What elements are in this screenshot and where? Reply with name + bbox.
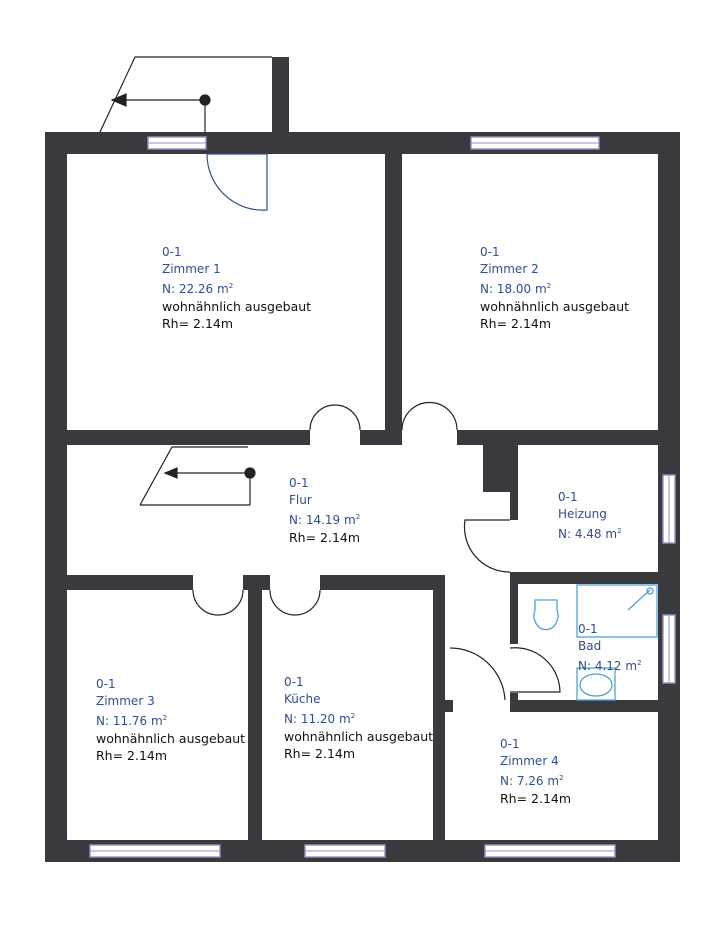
- wall-kueche-z4: [433, 588, 445, 842]
- wall-heizung-bad: [510, 572, 658, 584]
- room-note: wohnähnlich ausgebaut: [162, 299, 312, 314]
- wall-z1-flur-b: [360, 430, 402, 445]
- door-heizung: [463, 519, 511, 573]
- room-note: wohnähnlich ausgebaut: [284, 729, 434, 744]
- room-level: 0-1: [284, 675, 304, 689]
- room-area: N: 11.20 m2: [284, 708, 433, 728]
- shower-tray: [576, 584, 658, 638]
- area-unit-sup: 2: [162, 714, 168, 722]
- room-height: Rh= 2.14m: [289, 530, 361, 545]
- room-name: Bad: [578, 639, 602, 653]
- room-note: wohnähnlich ausgebaut: [480, 299, 630, 314]
- room-level: 0-1: [289, 476, 309, 490]
- wall-bad-left: [510, 584, 518, 644]
- room-level: 0-1: [558, 490, 578, 504]
- room-label-zimmer1: 0-1 Zimmer 1 N: 22.26 m2 wohnähnlich aus…: [162, 244, 311, 332]
- wall-flur-mid: [243, 575, 270, 590]
- room-level: 0-1: [578, 622, 598, 636]
- bath-fixtures: [533, 584, 658, 701]
- room-area: N: 4.12 m2: [578, 655, 642, 675]
- room-label-bad: 0-1 Bad N: 4.12 m2: [578, 621, 642, 675]
- room-height: Rh= 2.14m: [162, 316, 234, 331]
- wall-flur-kueche: [320, 575, 445, 590]
- room-area: N: 4.48 m2: [558, 523, 622, 543]
- room-name: Zimmer 3: [96, 694, 155, 708]
- area-unit-sup: 2: [637, 659, 642, 667]
- room-name: Zimmer 1: [162, 262, 221, 276]
- washbasin-bowl: [579, 673, 613, 697]
- door-swings: [192, 153, 561, 701]
- stair-flur-arrowhead: [163, 467, 178, 479]
- area-unit-sup: 2: [559, 774, 564, 782]
- room-height: Rh= 2.14m: [480, 316, 552, 331]
- windows: [89, 136, 676, 858]
- room-name: Küche: [284, 692, 321, 706]
- wall-heizung-column: [483, 445, 515, 492]
- room-height: Rh= 2.14m: [284, 746, 356, 761]
- toilet: [533, 599, 559, 631]
- door-z3: [192, 589, 244, 616]
- stair-flur-outline: [139, 446, 248, 506]
- room-name: Heizung: [558, 507, 607, 521]
- door-flur-z4: [449, 647, 506, 701]
- area-unit-sup: 2: [350, 712, 356, 720]
- room-area: N: 11.76 m2: [96, 710, 245, 730]
- room-label-kueche: 0-1 Küche N: 11.20 m2 wohnähnlich ausgeb…: [284, 674, 433, 762]
- washbasin-frame: [576, 667, 616, 701]
- wall-bad-z4: [510, 700, 660, 712]
- wall-bad-left-b: [510, 693, 518, 703]
- room-name: Flur: [289, 493, 312, 507]
- area-unit-sup: 2: [617, 527, 622, 535]
- area-unit-sup: 2: [546, 282, 552, 290]
- wall-z1-flur: [65, 430, 310, 445]
- stair-top-outline: [99, 56, 272, 133]
- room-label-heizung: 0-1 Heizung N: 4.48 m2: [558, 489, 622, 543]
- shower-diagonal: [627, 589, 651, 611]
- room-label-zimmer2: 0-1 Zimmer 2 N: 18.00 m2 wohnähnlich aus…: [480, 244, 629, 332]
- area-value: N: 11.20 m: [284, 712, 351, 726]
- room-level: 0-1: [500, 737, 520, 751]
- room-area: N: 14.19 m2: [289, 509, 360, 529]
- wall-z1-z2: [385, 152, 402, 444]
- room-level: 0-1: [480, 245, 500, 259]
- shower-head: [646, 587, 654, 595]
- area-value: N: 14.19 m: [289, 513, 356, 527]
- door-kueche: [269, 589, 321, 616]
- room-area: N: 7.26 m2: [500, 770, 571, 790]
- room-name: Zimmer 2: [480, 262, 539, 276]
- room-area: N: 22.26 m2: [162, 278, 311, 298]
- wall-heizung-left: [510, 445, 518, 520]
- area-value: N: 11.76 m: [96, 714, 163, 728]
- wall-z3-kueche: [248, 588, 262, 842]
- wall-z4-corner: [445, 700, 453, 712]
- door-bad: [509, 647, 561, 693]
- area-value: N: 18.00 m: [480, 282, 547, 296]
- room-area: N: 18.00 m2: [480, 278, 629, 298]
- room-height: Rh= 2.14m: [500, 791, 572, 806]
- area-value: N: 7.26 m: [500, 774, 560, 788]
- stair-top-arrowhead: [110, 93, 127, 107]
- room-label-zimmer4: 0-1 Zimmer 4 N: 7.26 m2 Rh= 2.14m: [500, 736, 571, 807]
- door-z1-entrance: [206, 153, 268, 211]
- area-unit-sup: 2: [355, 513, 361, 521]
- area-unit-sup: 2: [228, 282, 234, 290]
- room-name: Zimmer 4: [500, 754, 559, 768]
- room-note: wohnähnlich ausgebaut: [96, 731, 246, 746]
- room-level: 0-1: [162, 245, 182, 259]
- wall-z2-flur: [457, 430, 660, 445]
- room-label-flur: 0-1 Flur N: 14.19 m2 Rh= 2.14m: [289, 475, 360, 546]
- wall-stair-bump: [272, 57, 289, 154]
- area-value: N: 4.12 m: [578, 659, 638, 673]
- area-value: N: 4.48 m: [558, 527, 618, 541]
- area-value: N: 22.26 m: [162, 282, 229, 296]
- stairs: [99, 56, 272, 506]
- door-z1: [309, 404, 361, 431]
- room-label-zimmer3: 0-1 Zimmer 3 N: 11.76 m2 wohnähnlich aus…: [96, 676, 245, 764]
- door-z2: [401, 401, 458, 431]
- room-level: 0-1: [96, 677, 116, 691]
- room-height: Rh= 2.14m: [96, 748, 168, 763]
- wall-left: [45, 132, 67, 862]
- wall-flur-z3: [65, 575, 193, 590]
